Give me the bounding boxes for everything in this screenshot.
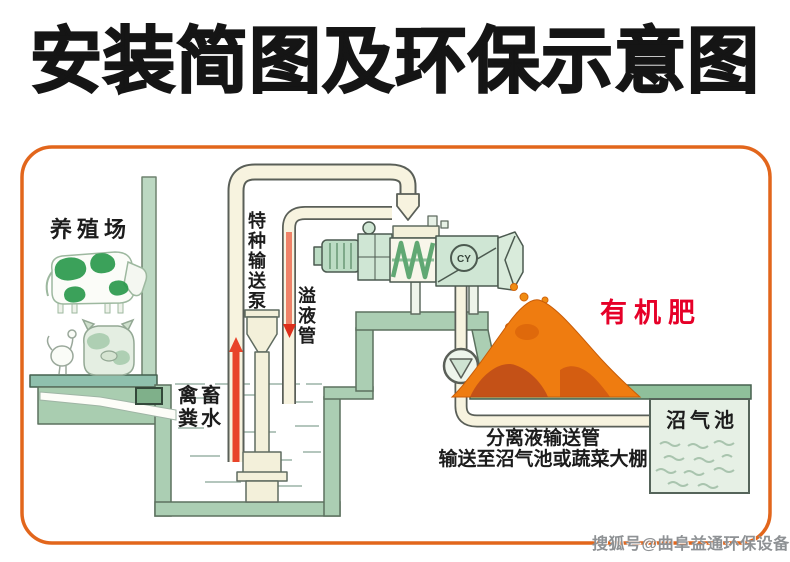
pump-funnel — [246, 316, 278, 353]
motor-fins — [329, 243, 352, 269]
pool-waves — [655, 440, 735, 489]
overflow-pipe-shape — [282, 206, 392, 404]
machine-leg — [410, 281, 421, 315]
cow — [45, 251, 148, 314]
pump-base — [245, 480, 279, 503]
pump-body — [242, 451, 282, 475]
pile-shadow — [560, 366, 610, 397]
pig — [81, 318, 135, 376]
cow-head — [123, 260, 148, 297]
diagram-frame — [20, 145, 772, 545]
drain-channel — [39, 391, 177, 421]
inlet-arrow — [396, 193, 420, 221]
fertilizer-pile — [450, 283, 642, 398]
cow-tail — [45, 271, 53, 297]
label-manure-line2: 粪水 — [178, 408, 224, 430]
machine-top-part — [427, 215, 438, 227]
machine-leg — [468, 281, 479, 315]
caption-line1: 分离液输送管 — [485, 428, 600, 449]
caption-line2: 输送至沼气池或蔬菜大棚 — [438, 449, 648, 470]
motor — [321, 239, 361, 273]
pile-shadow — [515, 324, 539, 340]
label-organic-fertilizer: 有机肥 — [600, 298, 702, 328]
label-overflow-pipe: 溢液管 — [296, 286, 316, 346]
delivery-arrow-up — [229, 337, 243, 352]
label-manure-water: 禽畜 粪水 — [178, 385, 224, 431]
label-biogas-pool: 沼气池 — [666, 410, 738, 432]
pump-flange — [236, 471, 288, 482]
chicken — [46, 329, 77, 375]
liquid-drain-pipe — [442, 286, 654, 428]
chicken-body — [50, 345, 74, 367]
pit-right-wall — [323, 396, 341, 517]
separator-machine: CY — [313, 215, 524, 315]
label-special-pump: 特种输送泵 — [246, 211, 266, 311]
chicken-head — [67, 329, 77, 339]
pump-shaft — [254, 351, 270, 455]
biogas-pool — [649, 398, 750, 494]
pump-funnel-rim — [244, 309, 280, 318]
machine-platform — [355, 311, 489, 331]
hopper-flange — [392, 225, 440, 239]
gearbox-knob — [362, 221, 376, 235]
machine-top-part — [440, 220, 449, 229]
valve-triangle — [449, 358, 473, 379]
pig-shading — [86, 333, 130, 365]
overflow-arrow-down — [283, 324, 296, 338]
farm-floor — [29, 374, 158, 388]
pump-assembly — [236, 309, 288, 503]
label-pipe-caption: 分离液输送管 输送至沼气池或蔬菜大棚 — [413, 428, 673, 470]
wall-riser — [355, 327, 374, 392]
delivery-pipe-shape — [227, 163, 420, 462]
brand-badge-text: CY — [457, 254, 471, 265]
pile-shadow — [470, 364, 548, 397]
wall-gate-box — [135, 387, 163, 405]
cow-patches — [54, 253, 129, 303]
screw-auger — [390, 240, 436, 280]
pig-snout — [100, 350, 118, 362]
watermark: 搜狐号@曲阜益通环保设备 — [592, 536, 790, 553]
label-farm: 养殖场 — [50, 217, 132, 242]
pit-bottom — [154, 501, 341, 517]
label-manure-line1: 禽畜 — [178, 385, 224, 407]
discharge-outlet — [497, 231, 524, 291]
page-title: 安装简图及环保示意图 — [29, 21, 760, 103]
chicken-tail — [46, 335, 53, 351]
brand-badge — [450, 244, 478, 272]
